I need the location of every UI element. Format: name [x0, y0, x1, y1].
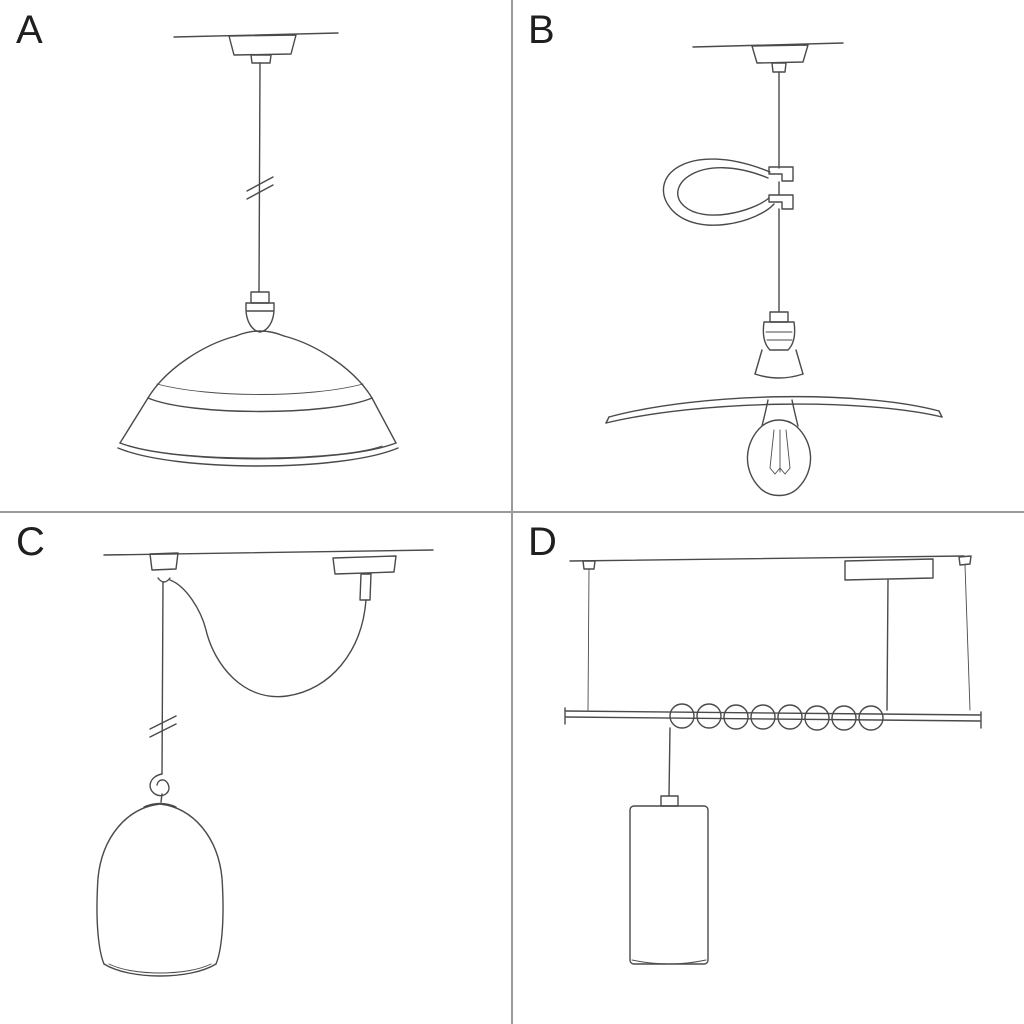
- pendant-bar-tube-shade-sketch-icon: [564, 555, 982, 965]
- ceiling-line: [692, 42, 844, 48]
- horizontal-bar: [564, 707, 982, 729]
- panel-b: B: [512, 0, 1024, 512]
- ceiling-line: [569, 555, 965, 562]
- lamp-holder: [754, 311, 804, 379]
- bell-shade: [96, 802, 224, 977]
- panel-a-label: A: [16, 8, 44, 52]
- suspension-wires: [582, 555, 972, 711]
- panel-d-label: D: [528, 520, 558, 564]
- pendant-plate-shade-bulb-sketch-icon: [605, 42, 943, 497]
- panel-c: C: [0, 512, 512, 1024]
- drop-cord: [668, 727, 671, 797]
- ceiling-rose: [751, 44, 809, 73]
- ceiling-rose: [844, 558, 934, 581]
- coiled-cable: [669, 703, 884, 731]
- swag-cable: [169, 579, 367, 698]
- panel-b-label: B: [528, 8, 556, 52]
- pendant-bowl-shade-sketch-icon: [117, 32, 399, 467]
- lamp-holder: [245, 291, 275, 333]
- cord-knot: [149, 773, 170, 803]
- light-bulb: [746, 399, 812, 497]
- panel-a: A: [0, 0, 512, 512]
- horizontal-divider: [0, 511, 1024, 513]
- cord: [246, 62, 274, 293]
- ceiling-hook: [149, 552, 179, 583]
- cable-tensioner: [662, 158, 794, 226]
- plate-shade: [605, 395, 943, 424]
- tube-shade: [629, 795, 709, 965]
- ceiling-rose: [228, 34, 297, 64]
- swag-pendant-bell-shade-sketch-icon: [96, 549, 434, 977]
- ceiling-rose: [332, 555, 397, 601]
- bowl-shade: [117, 330, 399, 467]
- drop-cord: [149, 581, 177, 775]
- panel-d: D: [512, 512, 1024, 1024]
- panel-c-label: C: [16, 520, 46, 564]
